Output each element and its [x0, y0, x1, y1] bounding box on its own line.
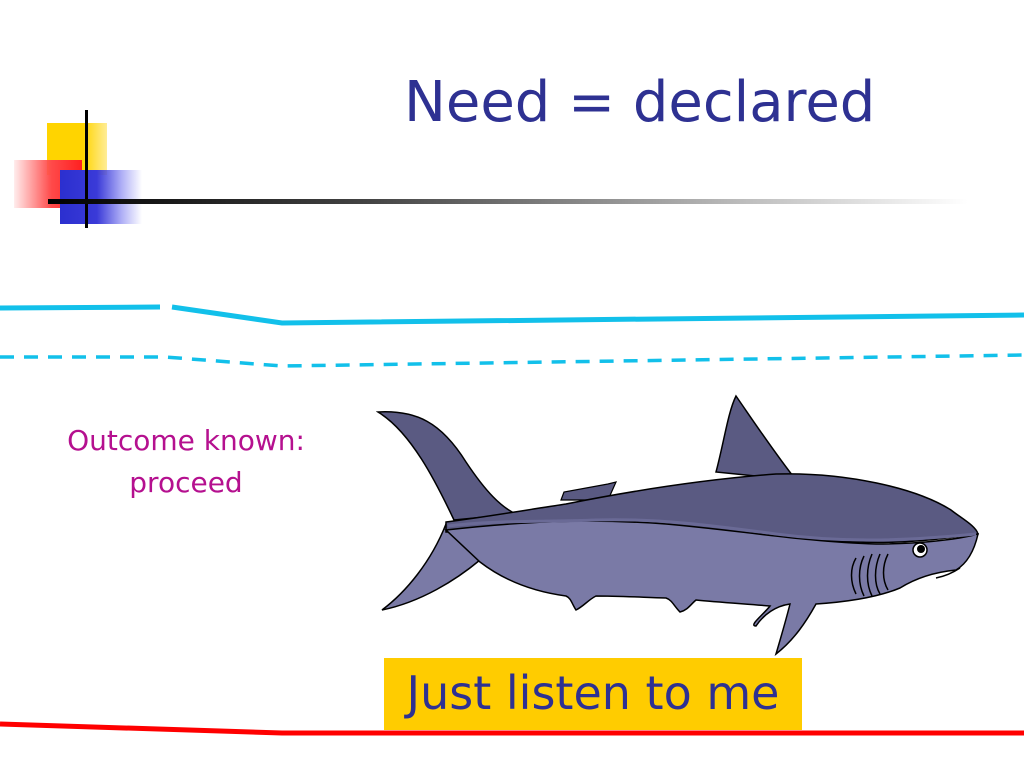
- blue-square: [60, 170, 142, 224]
- vertical-rule: [85, 110, 88, 228]
- title-underline: [48, 199, 968, 204]
- shark-icon: [376, 394, 980, 656]
- outcome-line-1: Outcome known:: [67, 424, 305, 457]
- callout-box: Just listen to me: [384, 658, 802, 730]
- outcome-text: Outcome known: proceed: [46, 420, 326, 504]
- slide-title: Need = declared: [404, 70, 876, 135]
- outcome-line-2: proceed: [129, 466, 243, 499]
- water-dashed-line: [0, 353, 1024, 368]
- water-surface-line: [0, 304, 161, 311]
- bottom-red-line: [0, 721, 1024, 736]
- water-surface-line-2: [171, 304, 1024, 326]
- callout-text: Just listen to me: [406, 666, 780, 720]
